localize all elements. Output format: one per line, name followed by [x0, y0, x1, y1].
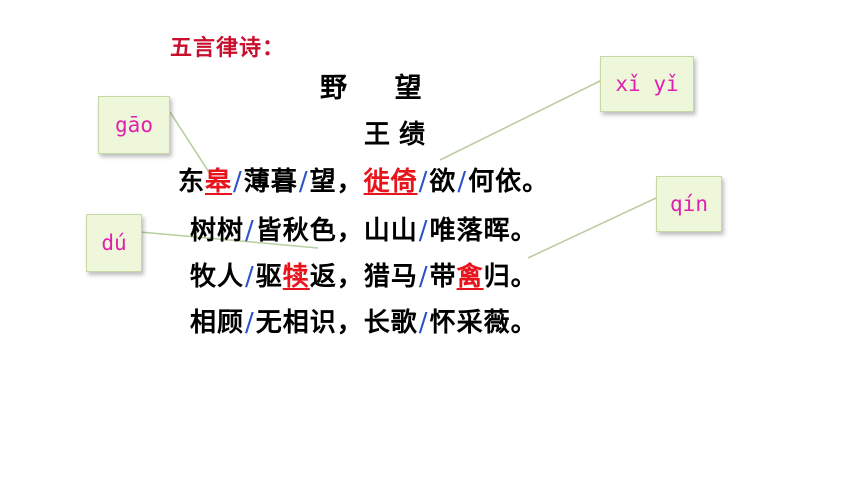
leader-qin: [527, 197, 657, 259]
poem-text: 望，: [309, 167, 364, 197]
pinyin-box-xiyi: xǐ yǐ: [600, 56, 694, 112]
poem-text: 何依。: [468, 167, 550, 197]
leader-gao: [169, 111, 215, 181]
poem-text: 带: [429, 262, 457, 292]
poem-text: 归。: [483, 262, 538, 292]
leader-xiyi: [439, 79, 603, 161]
pinyin-box-du: dú: [86, 214, 142, 272]
poem-text: 相顾: [190, 308, 245, 338]
caesura-slash: /: [245, 216, 255, 246]
section-heading: 五言律诗：: [170, 36, 286, 61]
caesura-slash: /: [418, 216, 429, 246]
caesura-slash: /: [245, 308, 255, 338]
highlighted-character: 犊: [282, 262, 310, 292]
highlighted-character: 徙倚: [363, 167, 418, 197]
poem-line-2: 树树/皆秋色，山山/唯落晖。: [190, 210, 538, 247]
poem-text: 牧人: [190, 262, 245, 292]
poem-text: 驱: [255, 262, 283, 292]
highlighted-character: 禽: [456, 262, 484, 292]
poem-text: 返，猎马: [309, 262, 418, 292]
caesura-slash: /: [457, 167, 468, 197]
caesura-slash: /: [233, 167, 243, 197]
poem-text: 薄暮: [243, 167, 298, 197]
caesura-slash: /: [418, 167, 429, 197]
caesura-slash: /: [418, 308, 429, 338]
poem-line-4: 相顾/无相识，长歌/怀采薇。: [190, 302, 538, 339]
caesura-slash: /: [418, 262, 429, 292]
poem-title: 野 望: [320, 73, 424, 104]
pinyin-box-gao: gāo: [98, 96, 170, 154]
poem-text: 树树: [190, 216, 245, 246]
poem-text: 皆秋色，山山: [255, 216, 418, 246]
highlighted-character: 皋: [205, 167, 233, 197]
poem-text: 欲: [429, 167, 457, 197]
leader-du: [139, 231, 319, 249]
poem-line-3: 牧人/驱犊返，猎马/带禽归。: [190, 256, 538, 293]
poem-text: 唯落晖。: [429, 216, 538, 246]
poem-text: 东: [178, 167, 206, 197]
poem-author: 王 绩: [364, 120, 426, 150]
pinyin-box-qin: qín: [656, 176, 722, 232]
caesura-slash: /: [298, 167, 309, 197]
poem-line-1: 东皋/薄暮/望，徙倚/欲/何依。: [178, 161, 549, 198]
poem-text: 无相识，长歌: [255, 308, 418, 338]
poem-text: 怀采薇。: [429, 308, 538, 338]
caesura-slash: /: [245, 262, 255, 292]
